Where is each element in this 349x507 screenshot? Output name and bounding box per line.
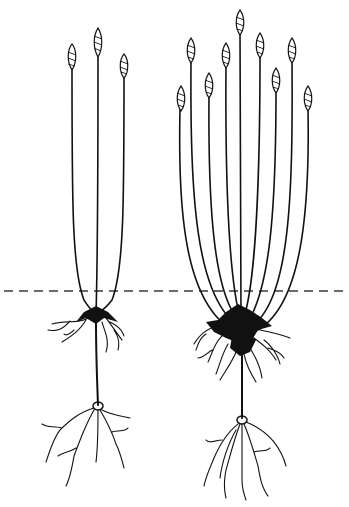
left-crown-roots — [48, 318, 124, 352]
left-seminal-roots — [42, 408, 130, 486]
left-ear-3 — [120, 54, 128, 78]
right-stem-6 — [243, 55, 260, 320]
left-stem-3 — [96, 75, 124, 314]
right-ear-5 — [236, 10, 244, 35]
right-stem-4 — [226, 65, 240, 318]
right-ear-7 — [272, 68, 280, 93]
right-ear-6 — [256, 33, 264, 58]
plant-right — [177, 10, 312, 500]
right-ear-9 — [304, 86, 312, 111]
left-stem-1 — [72, 68, 96, 314]
right-stem-5 — [240, 32, 241, 318]
right-ear-3 — [205, 73, 213, 98]
right-stem-1 — [180, 108, 232, 330]
plant-left — [42, 28, 130, 486]
right-stem-9 — [254, 108, 308, 332]
left-stem-2 — [96, 55, 98, 314]
right-seminal-roots — [204, 422, 286, 500]
right-stem-8 — [250, 60, 292, 328]
left-subcrown-internode — [96, 322, 98, 405]
right-ear-4 — [222, 43, 230, 68]
left-ear-1 — [68, 44, 76, 70]
left-ear-2 — [94, 28, 102, 57]
right-ear-1 — [177, 86, 185, 111]
left-crown — [76, 306, 118, 324]
right-ear-2 — [187, 38, 195, 63]
right-ear-8 — [288, 38, 296, 63]
